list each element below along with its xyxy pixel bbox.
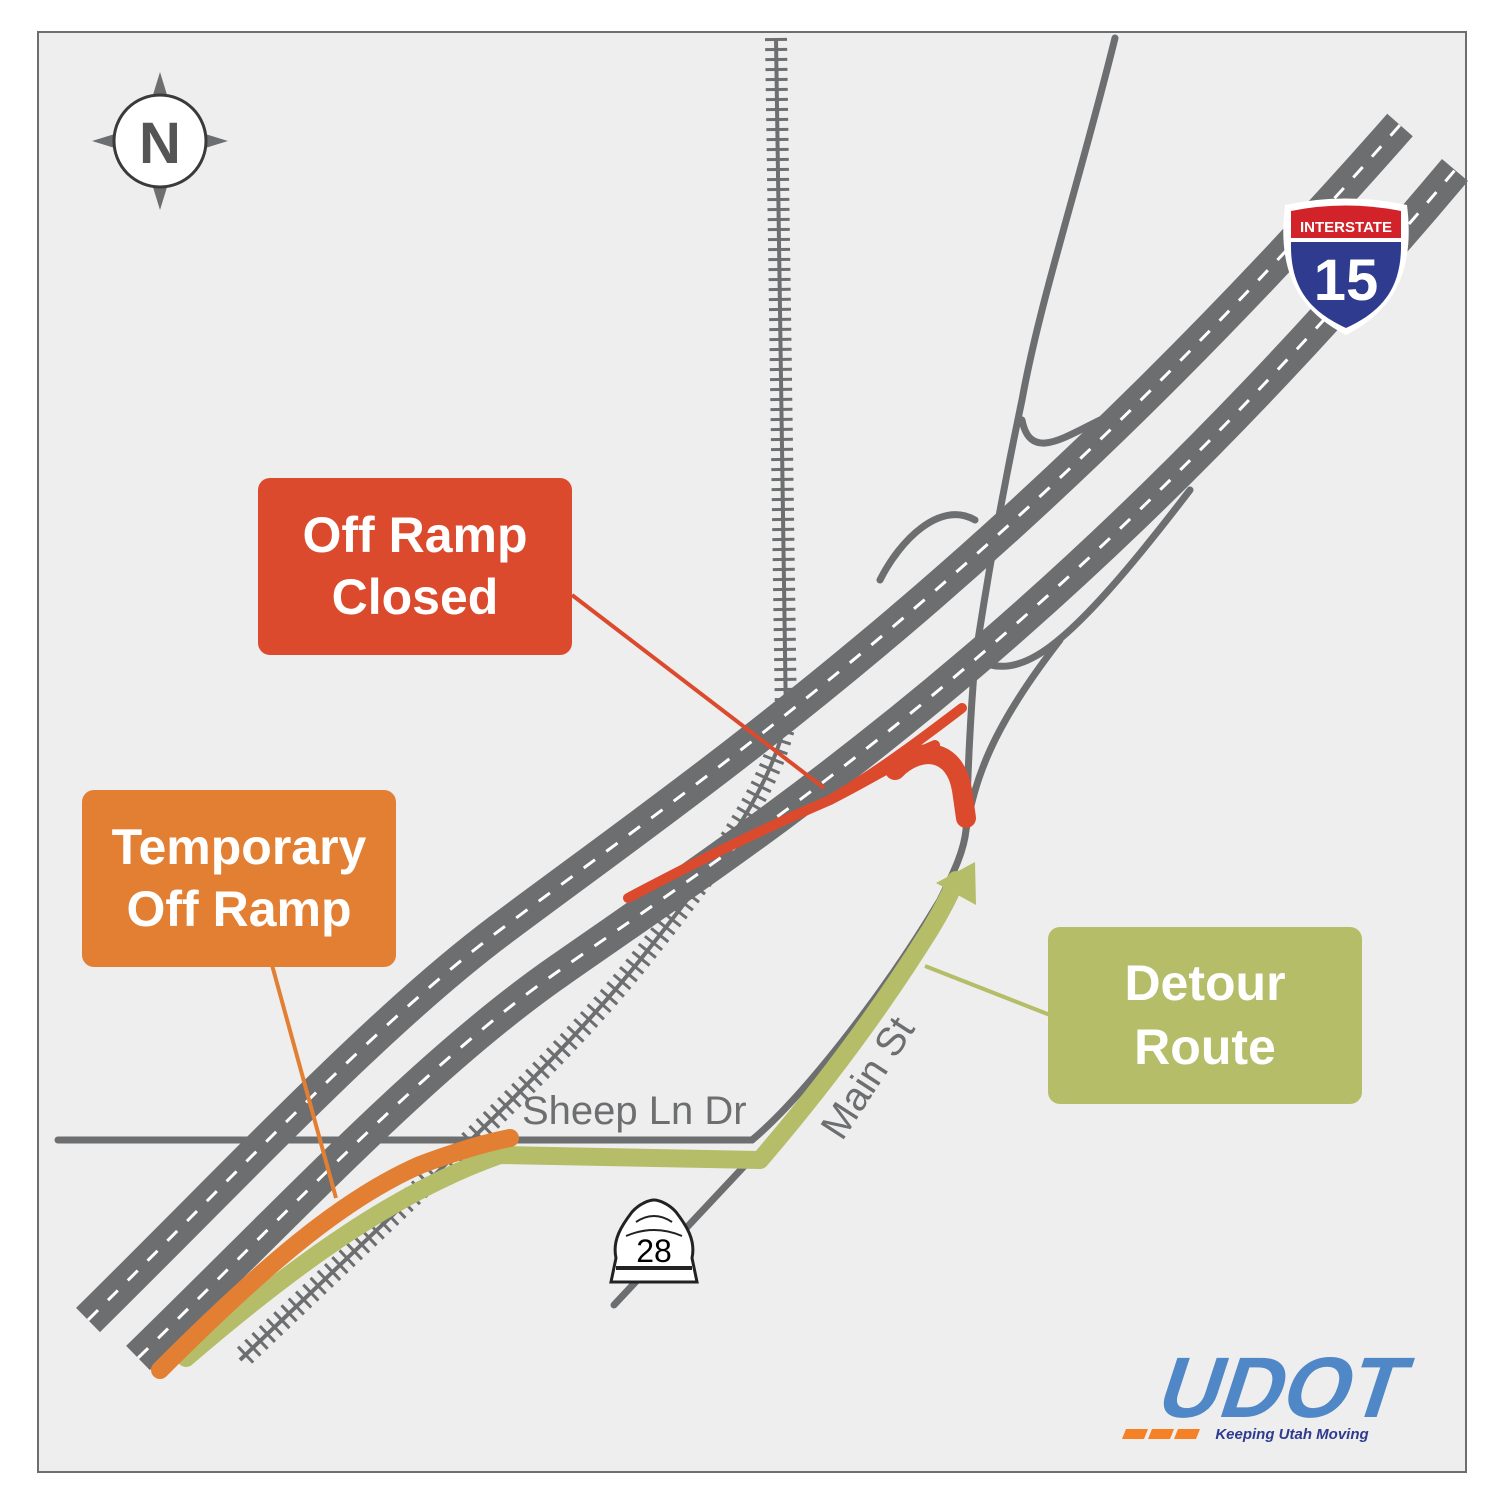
railroad-tracks bbox=[232, 37, 797, 1368]
detour-leader-line bbox=[924, 964, 1051, 1017]
detour-route bbox=[177, 862, 976, 1367]
callout-temporary-off-ramp: Temporary Off Ramp bbox=[82, 790, 396, 967]
beehive-outline bbox=[609, 1198, 699, 1284]
sr-28-shield: 28 bbox=[609, 1198, 699, 1284]
logo-stripe-3 bbox=[1174, 1429, 1200, 1439]
nw-ramp-loop bbox=[876, 511, 979, 584]
north-compass: N bbox=[92, 72, 228, 210]
compass-south-point bbox=[152, 184, 168, 210]
compass-n-label: N bbox=[139, 111, 181, 176]
ne-ramp-loop bbox=[1018, 416, 1104, 447]
temporary-line-2: Off Ramp bbox=[127, 881, 352, 937]
shield-number: 15 bbox=[1314, 248, 1379, 313]
beehive-band-2 bbox=[625, 1229, 683, 1237]
sr-28-number: 28 bbox=[636, 1233, 672, 1269]
closed-line-2: Closed bbox=[332, 569, 499, 625]
closed-line-1: Off Ramp bbox=[303, 507, 528, 563]
shield-banner bbox=[1291, 205, 1401, 238]
udot-tagline: Keeping Utah Moving bbox=[1215, 1426, 1368, 1443]
compass-west-point bbox=[92, 133, 118, 149]
detour-line-1: Detour bbox=[1124, 955, 1285, 1011]
interstate-15-freeway bbox=[76, 113, 1469, 1371]
closed-off-ramp bbox=[623, 703, 976, 903]
detour-arrow-head bbox=[936, 862, 976, 905]
callout-off-ramp-closed: Off Ramp Closed bbox=[258, 478, 572, 655]
logo-stripe-2 bbox=[1148, 1429, 1174, 1439]
sheep-ln-dr-label: Sheep Ln Dr bbox=[522, 1089, 747, 1133]
i15-northbound-lane-line bbox=[86, 124, 1402, 1322]
compass-east-point bbox=[202, 133, 228, 149]
temporary-line-1: Temporary bbox=[112, 819, 367, 875]
compass-circle bbox=[112, 93, 208, 189]
closed-leader-line bbox=[570, 593, 826, 790]
i15-southbound-lane-line bbox=[136, 169, 1457, 1360]
beehive-band-1 bbox=[635, 1215, 673, 1223]
callout-detour-route: Detour Route bbox=[1048, 927, 1362, 1104]
detour-line-2: Route bbox=[1134, 1019, 1276, 1075]
temporary-leader-line bbox=[270, 964, 338, 1199]
northern-frontage-road bbox=[962, 34, 1119, 834]
logo-stripe-1 bbox=[1122, 1429, 1148, 1439]
temporary-off-ramp bbox=[151, 1129, 519, 1379]
interstate-15-shield: INTERSTATE 15 bbox=[1283, 198, 1409, 335]
udot-logo: UDOT Keeping Utah Moving bbox=[1122, 1339, 1422, 1443]
shield-body bbox=[1290, 242, 1402, 328]
compass-north-point bbox=[152, 72, 168, 98]
udot-wordmark: UDOT bbox=[1147, 1339, 1422, 1435]
shield-banner-text: INTERSTATE bbox=[1300, 219, 1392, 236]
